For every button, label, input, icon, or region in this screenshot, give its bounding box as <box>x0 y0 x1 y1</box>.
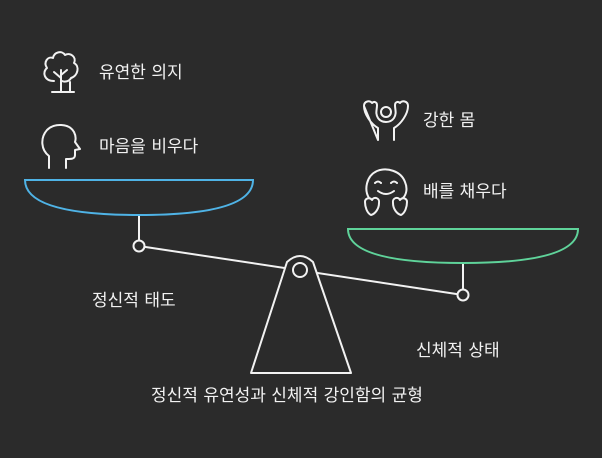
right-item-label-1: 강한 몸 <box>423 111 476 131</box>
fulcrum-pivot <box>292 262 308 278</box>
right-pan-caption: 신체적 상태 <box>416 341 500 361</box>
head-profile-icon <box>41 124 81 169</box>
left-item-label-2: 마음을 비우다 <box>99 137 199 157</box>
left-pan <box>23 179 255 217</box>
fulcrum-stand <box>250 255 352 374</box>
left-item-label-1: 유연한 의지 <box>99 63 183 83</box>
right-pan <box>346 228 580 265</box>
right-item-label-2: 배를 채우다 <box>423 182 507 202</box>
tree-icon <box>43 51 79 93</box>
left-pivot-node <box>132 239 146 253</box>
right-pivot-node <box>456 288 470 302</box>
happy-face-icon <box>364 168 408 216</box>
left-pan-caption: 정신적 태도 <box>92 291 176 311</box>
diagram-title: 정신적 유연성과 신체적 강인함의 균형 <box>151 386 423 406</box>
flexing-arms-icon <box>363 100 409 141</box>
